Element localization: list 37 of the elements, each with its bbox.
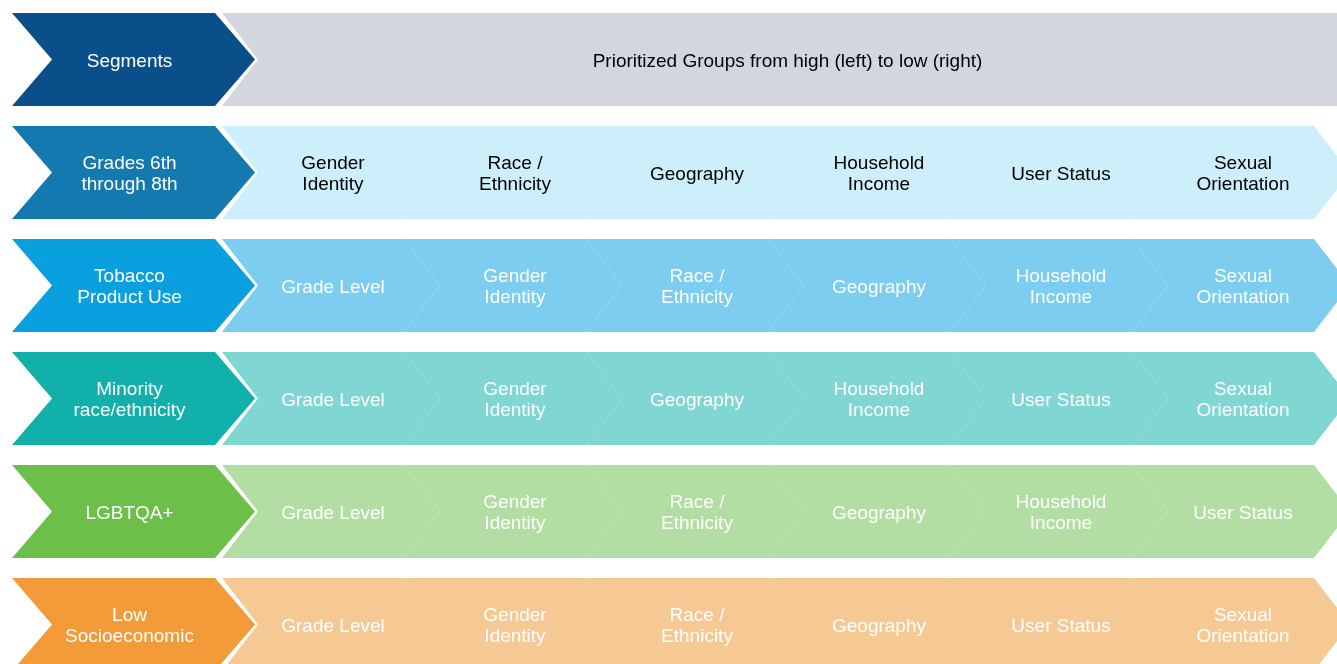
segment-label: Minority race/ethnicity <box>72 377 187 420</box>
group-label: Gender Identity <box>482 264 548 307</box>
group-label: Race / Ethnicity <box>478 151 552 194</box>
group-label: User Status <box>1193 501 1293 522</box>
group-label: Race / Ethnicity <box>660 603 734 646</box>
banner-label: Prioritized Groups from high (left) to low (right) <box>592 49 983 70</box>
group-label: Geography <box>832 501 926 522</box>
group-label: Grade Level <box>281 275 385 296</box>
segment-label: Segments <box>86 49 173 70</box>
group-label: Geography <box>650 388 744 409</box>
segment-label: LGBTQA+ <box>85 501 174 522</box>
group-label: Gender Identity <box>482 603 548 646</box>
segment-label: Tobacco Product Use <box>76 264 183 307</box>
group-label: Sexual Orientation <box>1195 377 1291 420</box>
group-label: Grade Level <box>281 501 385 522</box>
segment-label: Low Socioeconomic <box>64 603 195 646</box>
group-label: Household Income <box>832 151 926 194</box>
group-label: Geography <box>832 275 926 296</box>
group-label: Grade Level <box>281 388 385 409</box>
group-label: Gender Identity <box>482 490 548 533</box>
group-label: Geography <box>650 162 744 183</box>
group-label: Race / Ethnicity <box>660 264 734 307</box>
group-label: Grade Level <box>281 614 385 635</box>
group-label: User Status <box>1011 388 1111 409</box>
group-label: Race / Ethnicity <box>660 490 734 533</box>
group-label: Sexual Orientation <box>1195 151 1291 194</box>
group-label: Household Income <box>1014 490 1108 533</box>
group-label: User Status <box>1011 614 1111 635</box>
group-label: User Status <box>1011 162 1111 183</box>
group-label: Household Income <box>832 377 926 420</box>
group-label: Gender Identity <box>300 151 366 194</box>
segment-label: Grades 6th through 8th <box>80 151 179 194</box>
group-label: Sexual Orientation <box>1195 264 1291 307</box>
group-label: Household Income <box>1014 264 1108 307</box>
group-label: Geography <box>832 614 926 635</box>
group-label: Gender Identity <box>482 377 548 420</box>
group-label: Sexual Orientation <box>1195 603 1291 646</box>
